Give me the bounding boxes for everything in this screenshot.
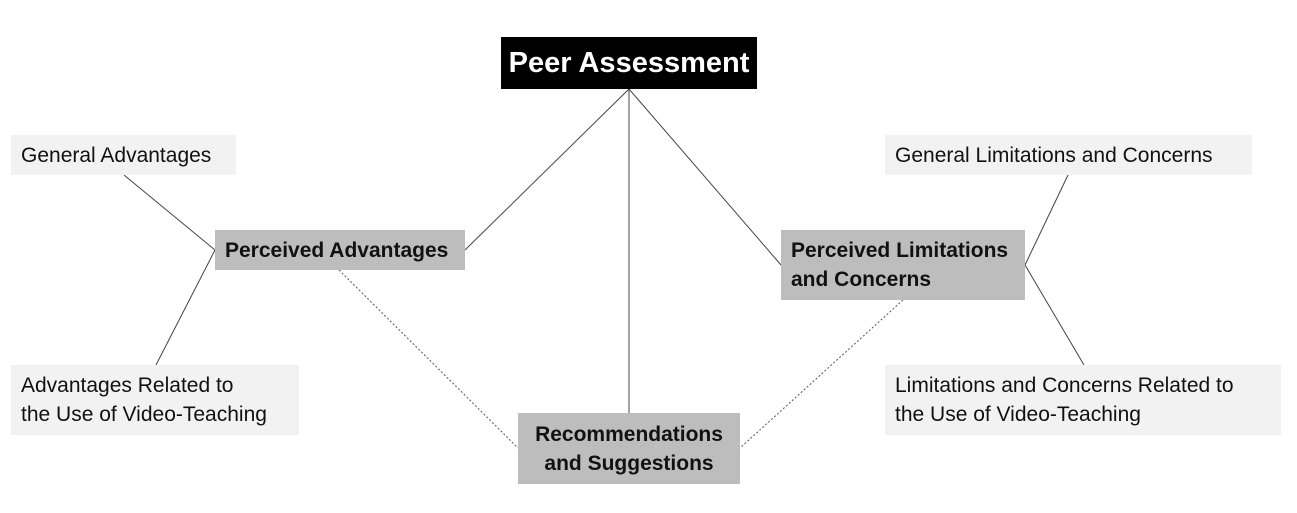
connector-limitations-general	[1024, 174, 1069, 266]
dotted-connector-advantages-recommendations	[338, 269, 519, 449]
root-label: Peer Assessment	[508, 46, 750, 79]
subtheme-node-limitations-video: Limitations and Concerns Related to the …	[885, 365, 1281, 435]
theme-node-perceived-advantages: Perceived Advantages	[215, 230, 465, 270]
theme-label-advantages: Perceived Advantages	[225, 238, 449, 262]
theme-node-perceived-limitations: Perceived Limitations and Concerns	[781, 230, 1025, 300]
connector-root-limitations	[628, 88, 782, 266]
root-node-peer-assessment: Peer Assessment	[501, 37, 757, 89]
dotted-connector-limitations-recommendations	[739, 299, 904, 449]
theme-node-recommendations: Recommendations and Suggestions	[518, 413, 740, 484]
theme-label-recommendations: Recommendations and Suggestions	[535, 422, 723, 475]
subtheme-node-general-advantages: General Advantages	[11, 135, 236, 175]
subtheme-label-limitations-video: Limitations and Concerns Related to the …	[895, 374, 1234, 426]
subtheme-label-general-advantages: General Advantages	[21, 143, 212, 167]
theme-label-limitations: Perceived Limitations and Concerns	[791, 239, 1009, 291]
connector-root-advantages	[464, 88, 630, 251]
connector-limitations-video	[1024, 264, 1085, 366]
subtheme-node-general-limitations: General Limitations and Concerns	[885, 135, 1252, 175]
connector-advantages-general	[123, 174, 216, 251]
subtheme-node-advantages-video: Advantages Related to the Use of Video-T…	[11, 365, 299, 435]
subtheme-label-advantages-video: Advantages Related to the Use of Video-T…	[21, 374, 267, 426]
connector-advantages-video	[155, 249, 216, 366]
subtheme-label-general-limitations: General Limitations and Concerns	[895, 143, 1213, 167]
